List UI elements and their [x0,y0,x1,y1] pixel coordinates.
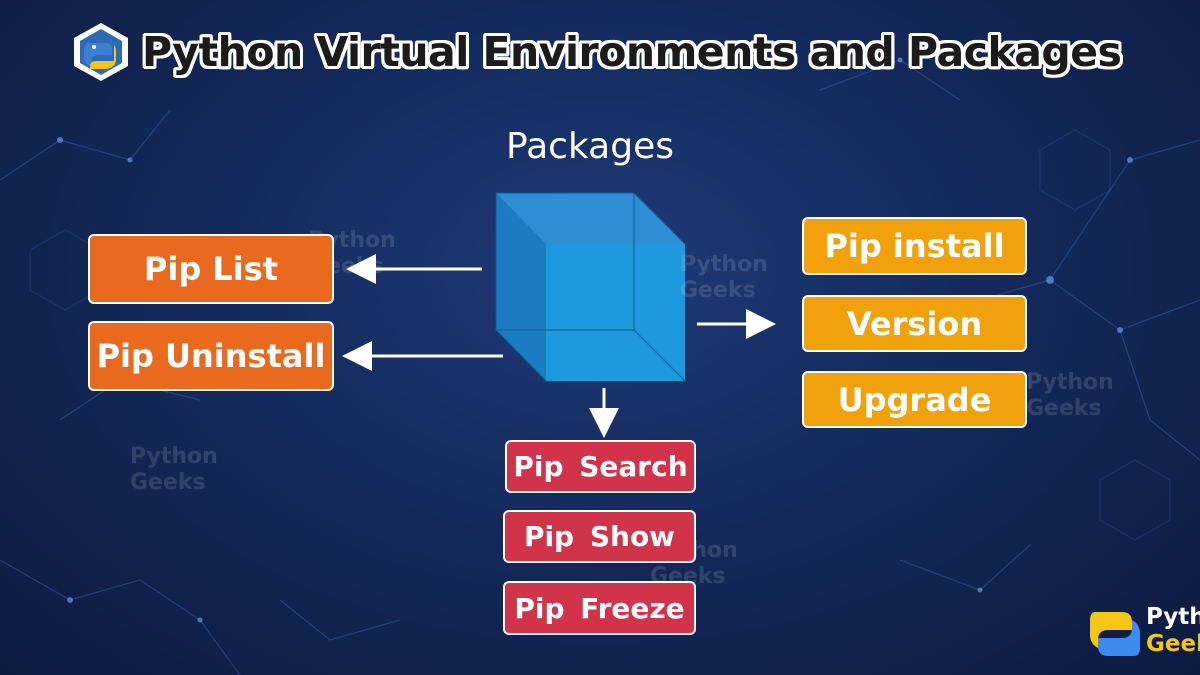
watermark-line1: Python [1026,370,1114,395]
upgrade-box: Upgrade [802,371,1027,428]
brand-line2: Geeks [1146,631,1200,657]
watermark-line2: Geeks [1026,396,1102,421]
pip-list-box: Pip List [88,234,334,304]
page-title: Python Virtual Environments and Packages [142,28,1122,76]
watermark-line1: Python [130,444,218,469]
cube-icon [495,192,686,382]
watermark-line2: Geeks [130,470,206,495]
watermark: Python Geeks [630,252,768,304]
brand-text: Python Geeks [1146,604,1200,658]
version-box: Version [802,295,1027,352]
pip-freeze-box: Pip Freeze [503,581,696,635]
center-label: Packages [506,126,674,167]
pythongeeks-logo-icon [74,23,128,81]
title-bar: Python Virtual Environments and Packages [70,20,1122,84]
brand-line1: Python [1146,604,1200,630]
pip-search-box: Pip Search [505,440,696,493]
pythongeeks-corner-logo-icon [1090,612,1140,656]
watermark: Python Geeks [80,444,218,496]
pip-install-box: Pip install [802,217,1027,275]
watermark: Python Geeks [976,370,1114,422]
pip-uninstall-box: Pip Uninstall [88,321,334,391]
pip-show-box: Pip Show [503,510,696,563]
watermark-line1: Python [680,252,768,277]
watermark-line2: Geeks [680,278,756,303]
